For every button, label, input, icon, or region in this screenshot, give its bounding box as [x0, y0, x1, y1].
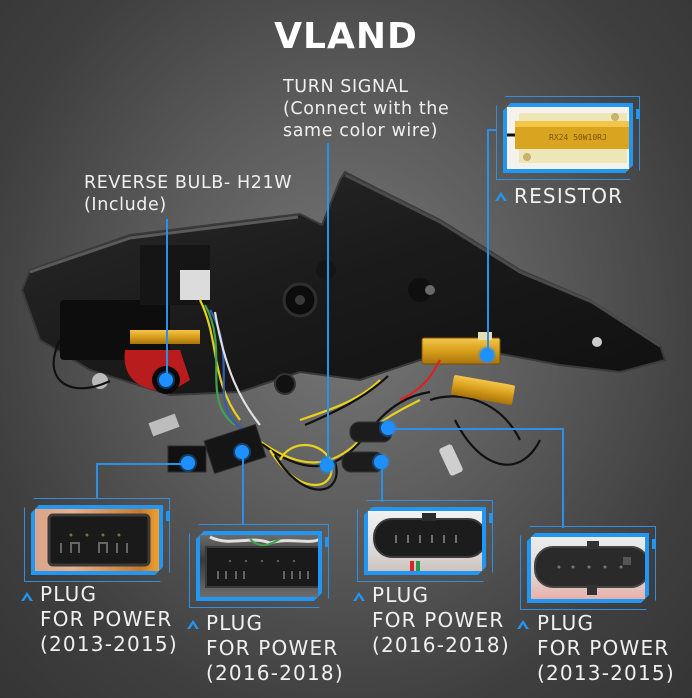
plug-4-label: PLUG FOR POWER (2013-2015) — [537, 611, 675, 685]
plug-3-connector-image — [368, 511, 486, 575]
plug-2-marker — [235, 445, 249, 459]
turn-signal-marker — [320, 458, 334, 472]
plug-1-caret-up-icon — [21, 592, 33, 601]
plug-1-marker — [181, 456, 195, 470]
plug-1-leader-line-h — [96, 463, 188, 465]
plug-1-label: PLUG FOR POWER (2013-2015) — [40, 582, 178, 656]
frame-tab — [489, 513, 493, 523]
frame-tab — [636, 109, 640, 119]
frame-tab — [325, 537, 329, 547]
resistor-image: RX24 50W10RJ — [507, 107, 633, 171]
plug-3-caret-up-icon — [353, 592, 365, 601]
reverse-bulb-marker — [159, 373, 173, 387]
resistor-photo: RX24 50W10RJ — [503, 103, 633, 173]
svg-text:RX24 50W10RJ: RX24 50W10RJ — [549, 133, 607, 142]
plug-1-leader-line-v — [96, 463, 98, 499]
resistor-leader-line-v — [487, 129, 489, 354]
plug-3-leader-line — [381, 462, 383, 502]
plug-3-label: PLUG FOR POWER (2016-2018) — [372, 583, 510, 657]
turn-signal-label: TURN SIGNAL (Connect with the same color… — [283, 77, 450, 141]
plug-4-connector-image — [531, 537, 649, 603]
reverse-bulb-leader-line — [166, 219, 168, 379]
plug-2-leader-line — [242, 452, 244, 525]
plug-4-caret-up-icon — [517, 620, 529, 629]
plug-2-photo — [196, 531, 322, 601]
plug-2-caret-up-icon — [187, 620, 199, 629]
resistor-label: RESISTOR — [514, 184, 624, 208]
resistor-marker — [480, 348, 494, 362]
plug-2-photo-frame — [189, 524, 329, 608]
frame-tab — [166, 511, 170, 521]
plug-2-connector-image — [200, 535, 322, 601]
plug-2-label: PLUG FOR POWER (2016-2018) — [206, 611, 344, 685]
plug-1-connector-image — [35, 509, 163, 575]
reverse-bulb-label: REVERSE BULB- H21W (Include) — [84, 173, 293, 215]
plug-1-photo — [31, 505, 163, 575]
resistor-leader-line-h — [487, 129, 497, 131]
turn-signal-leader-line — [327, 143, 329, 465]
plug-3-photo-frame — [357, 500, 493, 582]
plug-4-photo-frame — [520, 526, 656, 610]
frame-tab — [652, 539, 656, 549]
brand-logo: VLAND — [274, 16, 418, 57]
plug-4-photo — [527, 533, 649, 603]
plug-3-marker — [374, 455, 388, 469]
caret-up-icon — [495, 192, 507, 201]
plug-4-leader-line-h — [388, 428, 564, 430]
plug-4-marker — [381, 421, 395, 435]
resistor-photo-frame: RX24 50W10RJ — [496, 96, 640, 180]
plug-1-photo-frame — [24, 498, 170, 582]
plug-4-leader-line-v — [562, 428, 564, 528]
plug-3-photo — [364, 507, 486, 575]
